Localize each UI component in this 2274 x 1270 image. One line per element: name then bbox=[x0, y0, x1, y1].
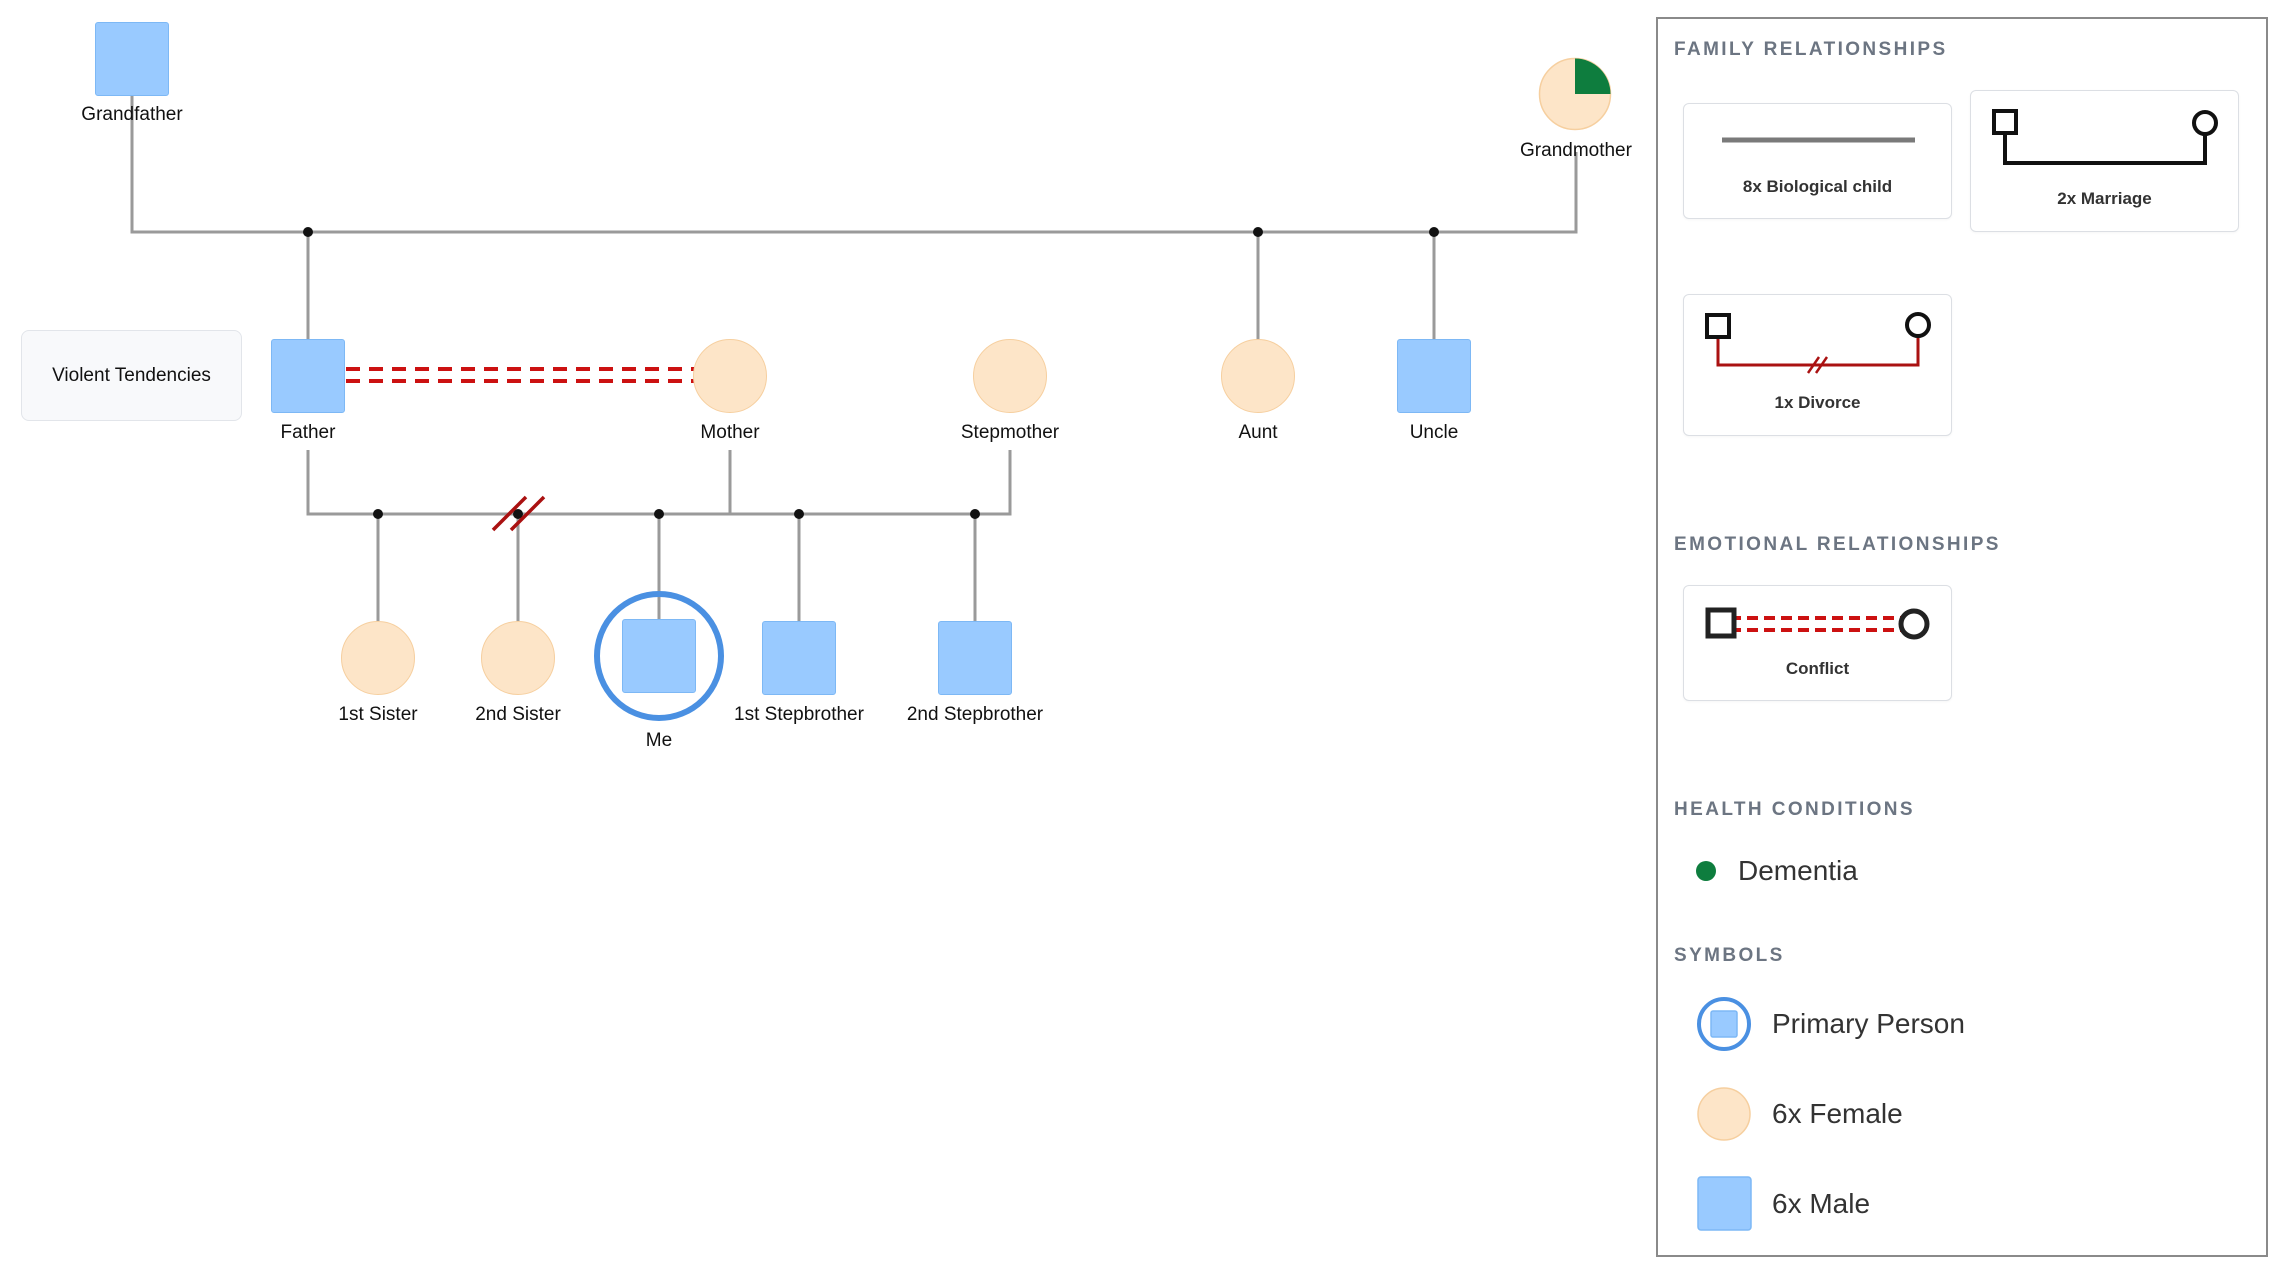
biological-line-icon bbox=[1722, 137, 1915, 143]
legend-primary-person[interactable]: Primary Person bbox=[1696, 995, 1965, 1053]
legend-marriage-label: 2x Marriage bbox=[2057, 189, 2152, 208]
father-label: Father bbox=[280, 422, 336, 443]
dementia-quadrant-icon bbox=[1538, 57, 1612, 131]
stepbrother2-label: 2nd Stepbrother bbox=[906, 704, 1044, 725]
legend-female-label: 6x Female bbox=[1772, 1098, 1903, 1129]
sister1-label: 1st Sister bbox=[338, 704, 418, 725]
conflict-line-icon bbox=[1705, 607, 1930, 640]
grandmother-label: Grandmother bbox=[1520, 140, 1632, 161]
symbols-heading: SYMBOLS bbox=[1674, 945, 1785, 966]
legend-conflict-label: Conflict bbox=[1785, 659, 1850, 678]
family-relationships-heading: FAMILY RELATIONSHIPS bbox=[1674, 39, 1948, 60]
legend-marriage[interactable]: 2x Marriage bbox=[1970, 90, 2239, 232]
legend-divorce-label: 1x Divorce bbox=[1774, 393, 1861, 412]
grandparents-marriage-line[interactable] bbox=[130, 96, 1578, 234]
uncle-node[interactable] bbox=[1397, 339, 1471, 413]
grandfather-label: Grandfather bbox=[81, 104, 183, 125]
sister1-node[interactable] bbox=[341, 621, 415, 695]
female-symbol-icon bbox=[1696, 1085, 1754, 1143]
stepmother-node[interactable] bbox=[973, 339, 1047, 413]
father-marriage-line[interactable] bbox=[306, 450, 1012, 516]
health-conditions-heading: HEALTH CONDITIONS bbox=[1674, 799, 1915, 820]
stepbrother2-node[interactable] bbox=[938, 621, 1012, 695]
legend-divorce[interactable]: 1x Divorce bbox=[1683, 294, 1952, 436]
legend-dementia-label: Dementia bbox=[1738, 855, 1858, 886]
father-node[interactable] bbox=[271, 339, 345, 413]
note-violent-tendencies[interactable]: Violent Tendencies bbox=[21, 330, 242, 421]
grandparents-child-lines[interactable] bbox=[306, 232, 1436, 341]
legend-dementia[interactable]: Dementia bbox=[1694, 855, 1858, 887]
sister2-label: 2nd Sister bbox=[475, 704, 561, 725]
divorce-line-icon bbox=[1705, 312, 1931, 374]
legend-male[interactable]: 6x Male bbox=[1696, 1175, 1870, 1233]
conflict-line[interactable] bbox=[346, 367, 694, 383]
me-node[interactable] bbox=[622, 619, 696, 693]
uncle-label: Uncle bbox=[1409, 422, 1459, 443]
emotional-relationships-heading: EMOTIONAL RELATIONSHIPS bbox=[1674, 534, 2001, 555]
male-symbol-icon bbox=[1696, 1175, 1754, 1233]
stepmother-label: Stepmother bbox=[960, 422, 1060, 443]
aunt-node[interactable] bbox=[1221, 339, 1295, 413]
grandfather-node[interactable] bbox=[95, 22, 169, 96]
stepbrother1-node[interactable] bbox=[762, 621, 836, 695]
primary-person-ring bbox=[594, 591, 724, 721]
legend-primary-label: Primary Person bbox=[1772, 1008, 1965, 1039]
genogram-canvas: Grandfather Grandmother Violent Tendenci… bbox=[21, 22, 1632, 751]
mother-label: Mother bbox=[700, 422, 760, 443]
stepbrother1-label: 1st Stepbrother bbox=[734, 704, 864, 725]
grandmother-node[interactable] bbox=[1538, 57, 1612, 131]
aunt-label: Aunt bbox=[1238, 422, 1278, 443]
mother-node[interactable] bbox=[693, 339, 767, 413]
me-label: Me bbox=[645, 730, 673, 751]
grandparents-child-dots bbox=[303, 227, 1439, 237]
legend-panel: FAMILY RELATIONSHIPS 8x Biological child… bbox=[1656, 17, 2268, 1257]
legend-conflict[interactable]: Conflict bbox=[1683, 585, 1952, 701]
legend-male-label: 6x Male bbox=[1772, 1188, 1871, 1219]
legend-biological-child[interactable]: 8x Biological child bbox=[1683, 103, 1952, 219]
father-child-dots bbox=[373, 509, 980, 519]
legend-biological-label: 8x Biological child bbox=[1742, 177, 1893, 196]
divorce-marker[interactable] bbox=[491, 495, 546, 532]
marriage-line-icon bbox=[1992, 109, 2218, 165]
primary-person-icon bbox=[1696, 995, 1754, 1053]
legend-female[interactable]: 6x Female bbox=[1696, 1085, 1903, 1143]
sister2-node[interactable] bbox=[481, 621, 555, 695]
dementia-dot-icon bbox=[1694, 858, 1720, 884]
